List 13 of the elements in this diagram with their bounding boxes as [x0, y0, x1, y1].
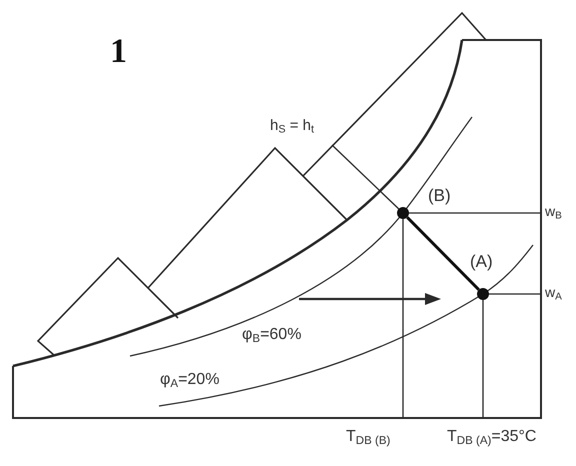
figure-number: 1 [110, 33, 127, 70]
temperature-label: T$_{DB (A)}$=35°C [447, 428, 536, 446]
process-line [406, 216, 480, 291]
humidity-curve-label: φ$_{A}$=20% [160, 371, 220, 389]
point-label: (A) [470, 253, 493, 272]
temperature-label: T$_{DB (B)}$ [346, 428, 390, 446]
state-point-icon [477, 288, 489, 300]
humidity-ratio-label: w$_{A}$ [545, 285, 562, 300]
point-label: (B) [428, 187, 451, 206]
humidity-curve-label: φ$_{B}$=60% [242, 326, 302, 344]
humidity-ratio-label: w$_{B}$ [545, 204, 562, 220]
enthalpy-label: h$_{S}$ = h$_{t}$ [270, 118, 314, 134]
state-point-icon [397, 207, 409, 219]
